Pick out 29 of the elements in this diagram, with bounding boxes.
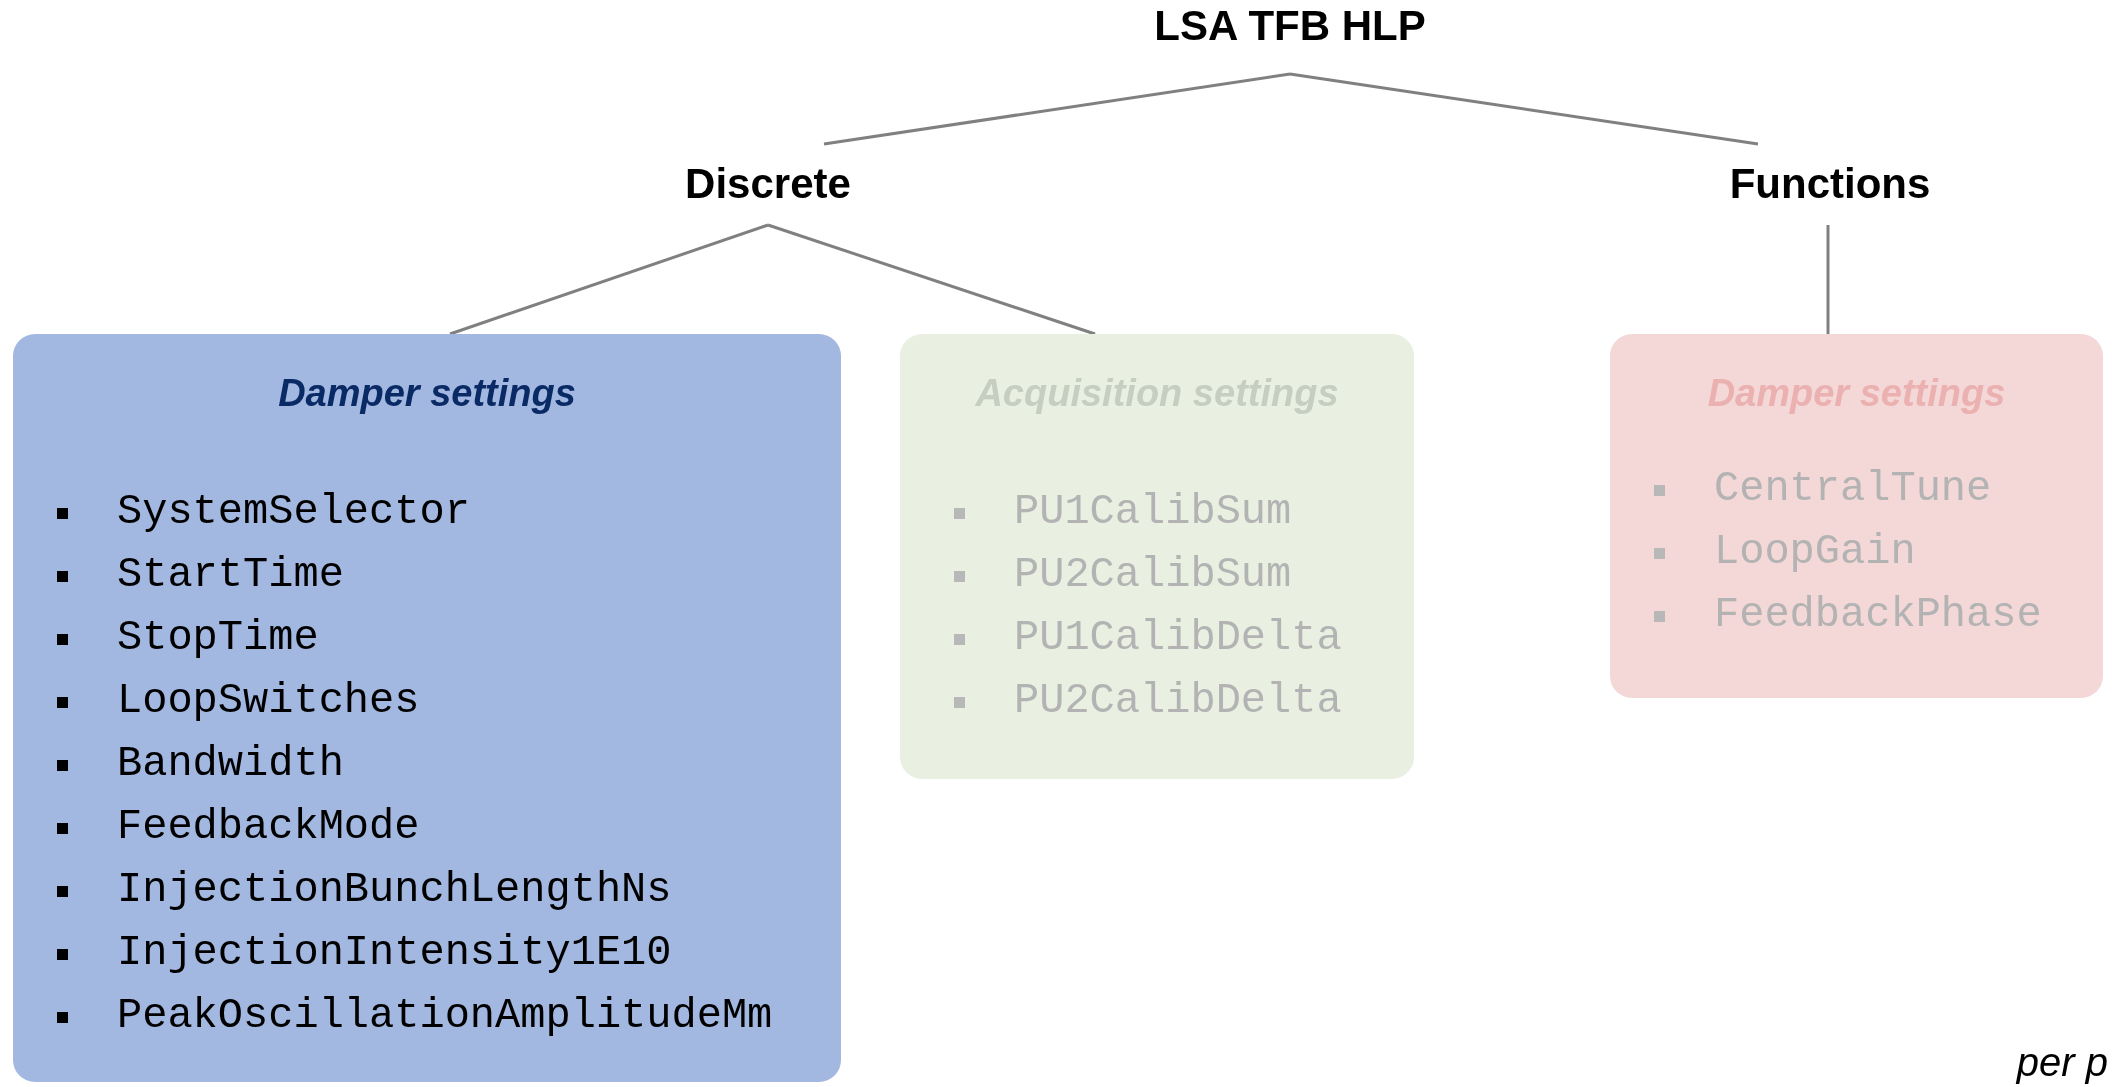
settings-panel <box>13 334 841 1082</box>
parameter-name: Bandwidth <box>117 740 344 788</box>
parameter-name: StartTime <box>117 551 344 599</box>
parameter-name: InjectionIntensity1E10 <box>117 929 672 977</box>
parameter-name: LoopSwitches <box>117 677 420 725</box>
parameter-name: StopTime <box>117 614 319 662</box>
parameter-name: CentralTune <box>1714 465 1992 513</box>
settings-panel <box>1610 334 2103 698</box>
parameter-name: PU1CalibSum <box>1014 488 1292 536</box>
tree-connector <box>1289 72 1759 146</box>
category-heading: LSA TFB HLP <box>1153 2 1427 50</box>
category-heading: Functions <box>1728 160 1932 208</box>
note-text: per p <box>2016 1040 2108 1085</box>
parameter-name: PU1CalibDelta <box>1014 614 1342 662</box>
parameter-name: SystemSelector <box>117 488 470 536</box>
tree-connector <box>1826 225 1830 334</box>
category-heading: Discrete <box>684 160 852 208</box>
tree-connector <box>449 223 769 336</box>
parameter-name: PeakOscillationAmplitudeMm <box>117 992 773 1040</box>
parameter-name: PU2CalibSum <box>1014 551 1292 599</box>
parameter-name: FeedbackMode <box>117 803 420 851</box>
panel-heading: Damper settings <box>277 372 577 415</box>
parameter-name: PU2CalibDelta <box>1014 677 1342 725</box>
tree-connector <box>823 72 1291 146</box>
tree-connector <box>767 223 1096 336</box>
settings-panel <box>900 334 1414 779</box>
parameter-name: FeedbackPhase <box>1714 591 2042 639</box>
parameter-name: LoopGain <box>1714 528 1916 576</box>
parameter-name: InjectionBunchLengthNs <box>117 866 672 914</box>
